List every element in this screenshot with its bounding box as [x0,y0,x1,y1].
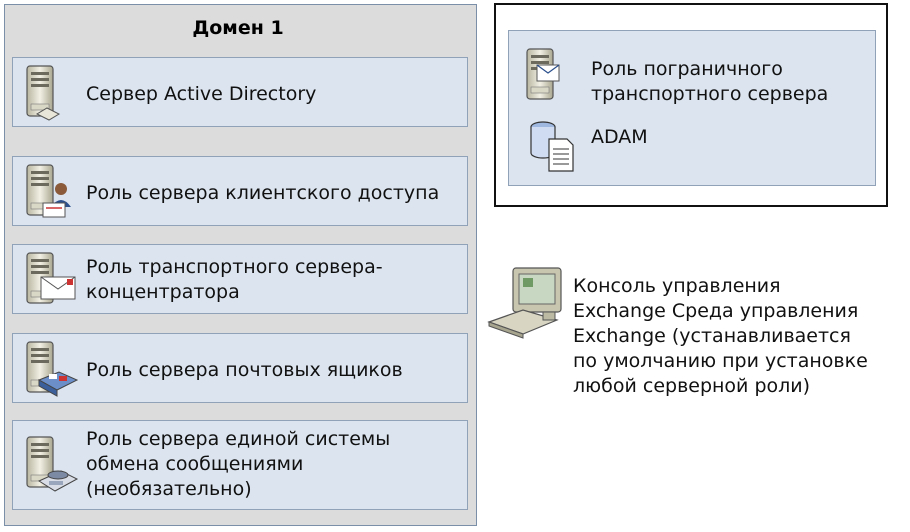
role-hub-transport: Роль транспортного сервера- концентратор… [12,244,468,314]
role-mailbox: Роль сервера почтовых ящиков [12,333,468,403]
role-unified-messaging: Роль сервера единой системы обмена сообщ… [12,420,468,510]
edge-role-label: Роль пограничного транспортного сервера [591,58,829,105]
ad-server-icon [26,65,61,121]
edge-role-box: Роль пограничного транспортного сервера … [508,30,876,186]
unified-messaging-server-icon [26,436,79,492]
role-label: Роль сервера клиентского доступа [86,182,440,204]
role-label: Сервер Active Directory [86,83,317,105]
role-client-access: Роль сервера клиентского доступа [12,156,468,226]
console-label: Консоль управления Exchange Среда управл… [573,275,868,397]
edge-container: Роль пограничного транспортного сервера … [494,3,888,207]
edge-transport-server-icon [526,48,560,100]
mailbox-server-icon [26,341,79,397]
role-label: Роль транспортного сервера- концентратор… [86,256,383,303]
adam-label: ADAM [591,126,648,148]
client-access-server-icon [26,164,71,218]
domain-title: Домен 1 [192,17,284,39]
adam-database-icon [530,121,574,172]
role-label: Роль сервера единой системы обмена сообщ… [86,428,391,500]
role-ad-server: Сервер Active Directory [12,57,468,127]
management-console-computer-icon [487,267,562,339]
hub-transport-server-icon [26,252,76,304]
role-label: Роль сервера почтовых ящиков [86,359,403,381]
